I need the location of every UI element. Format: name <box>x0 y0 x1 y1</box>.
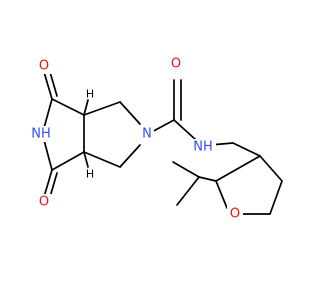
bond-o-c2thf <box>215 180 228 209</box>
bond-n5-c1 <box>43 98 53 129</box>
pyrrolidine-n-label: N <box>142 127 152 142</box>
bond-c4-o <box>43 169 53 198</box>
bond-c6a-h <box>83 151 89 168</box>
molecule-diagram: O O O O NH N NH H H <box>28 56 283 222</box>
bonds <box>43 71 283 215</box>
bond-c6-n2 <box>119 144 141 168</box>
bond-c2thf-ch <box>198 176 217 182</box>
imide-nh-label: NH <box>31 127 51 142</box>
stereo-h-top: H <box>86 88 94 101</box>
amide-nh-label: NH <box>193 140 213 155</box>
oxygen-label-urea: O <box>171 57 181 72</box>
bond-c3-n2 <box>119 101 141 125</box>
bond-c1-c3a <box>51 98 85 116</box>
bond-c3a-h <box>83 99 89 116</box>
bond-ch-me1 <box>172 161 200 178</box>
bond-c3a-c3 <box>83 101 121 116</box>
oxygen-label-bottom: O <box>39 195 49 210</box>
bond-c6a-c4 <box>51 151 85 171</box>
bond-ch2-c3thf <box>232 142 261 157</box>
atom-labels: O O O O NH N NH H H <box>28 56 243 222</box>
bond-c4-o-double <box>49 172 58 198</box>
bond-c6a-c6 <box>83 151 121 168</box>
bond-c3thf-c4thf <box>259 155 283 182</box>
bond-c4-n5 <box>43 139 53 171</box>
stereo-h-bottom: H <box>86 168 94 181</box>
bond-ch-me2 <box>176 176 200 206</box>
bond-c4thf-c5thf <box>269 180 283 215</box>
bond-c-carbonyl-nh <box>173 119 197 141</box>
oxygen-label-thf: O <box>230 207 240 222</box>
bond-c1-o <box>43 71 53 100</box>
bond-c2thf-c3thf <box>215 155 261 182</box>
bond-c1-o-double <box>49 71 58 97</box>
oxygen-label-top: O <box>39 59 49 74</box>
